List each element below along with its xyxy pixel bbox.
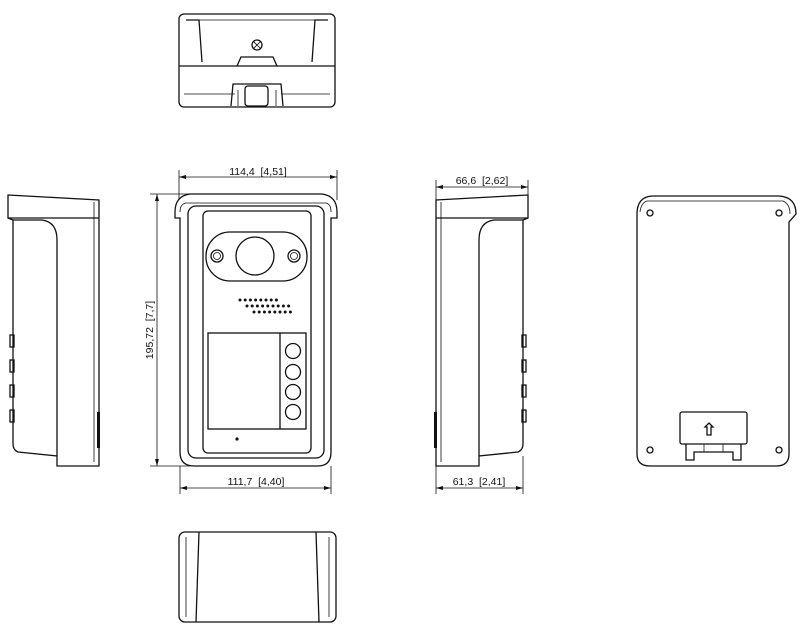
- dim-top-width: 114,4 [4,51]: [178, 166, 338, 200]
- speaker-hole: [261, 304, 265, 308]
- speaker-hole: [248, 298, 252, 302]
- speaker-hole: [264, 298, 268, 302]
- speaker-hole: [287, 304, 291, 308]
- speaker-hole: [255, 304, 259, 308]
- dim-side-top-depth: 66,6 [2,62]: [435, 175, 529, 200]
- top-width-label: 114,4 [4,51]: [229, 166, 287, 178]
- bottom-width-label: 111,7 [4,40]: [228, 476, 285, 488]
- left-side-view: [7, 194, 100, 467]
- side-bottom-depth-label: 61,3 [2,41]: [453, 476, 506, 488]
- speaker-hole: [252, 310, 256, 314]
- side-top-depth-label: 66,6 [2,62]: [456, 175, 509, 187]
- speaker-hole: [276, 304, 280, 308]
- back-view: [636, 195, 797, 467]
- right-side-view: [434, 194, 529, 467]
- speaker-hole: [238, 298, 242, 302]
- speaker-hole: [243, 298, 247, 302]
- speaker-hole: [281, 304, 285, 308]
- speaker-hole: [271, 304, 275, 308]
- speaker-hole: [266, 304, 270, 308]
- speaker-hole: [288, 310, 292, 314]
- speaker-hole: [250, 304, 254, 308]
- speaker-hole: [283, 310, 287, 314]
- speaker-hole: [278, 310, 282, 314]
- height-label: 195,72 [7,7]: [144, 301, 156, 359]
- front-view: [174, 193, 338, 467]
- dim-height: 195,72 [7,7]: [144, 193, 190, 467]
- speaker-hole: [254, 298, 258, 302]
- screw-icon: [251, 39, 263, 51]
- dim-bottom-width: 111,7 [4,40]: [179, 466, 332, 494]
- speaker-hole: [268, 310, 272, 314]
- speaker-hole: [262, 310, 266, 314]
- speaker-hole: [269, 298, 273, 302]
- up-arrow-icon: [703, 422, 715, 436]
- speaker-hole: [274, 298, 278, 302]
- bottom-view: [178, 531, 337, 623]
- speaker-hole: [259, 298, 263, 302]
- speaker-grille: [238, 298, 292, 314]
- dim-side-bottom-depth: 61,3 [2,41]: [435, 456, 524, 494]
- speaker-hole: [273, 310, 277, 314]
- speaker-hole: [245, 304, 249, 308]
- speaker-hole: [257, 310, 261, 314]
- top-view: [178, 13, 336, 108]
